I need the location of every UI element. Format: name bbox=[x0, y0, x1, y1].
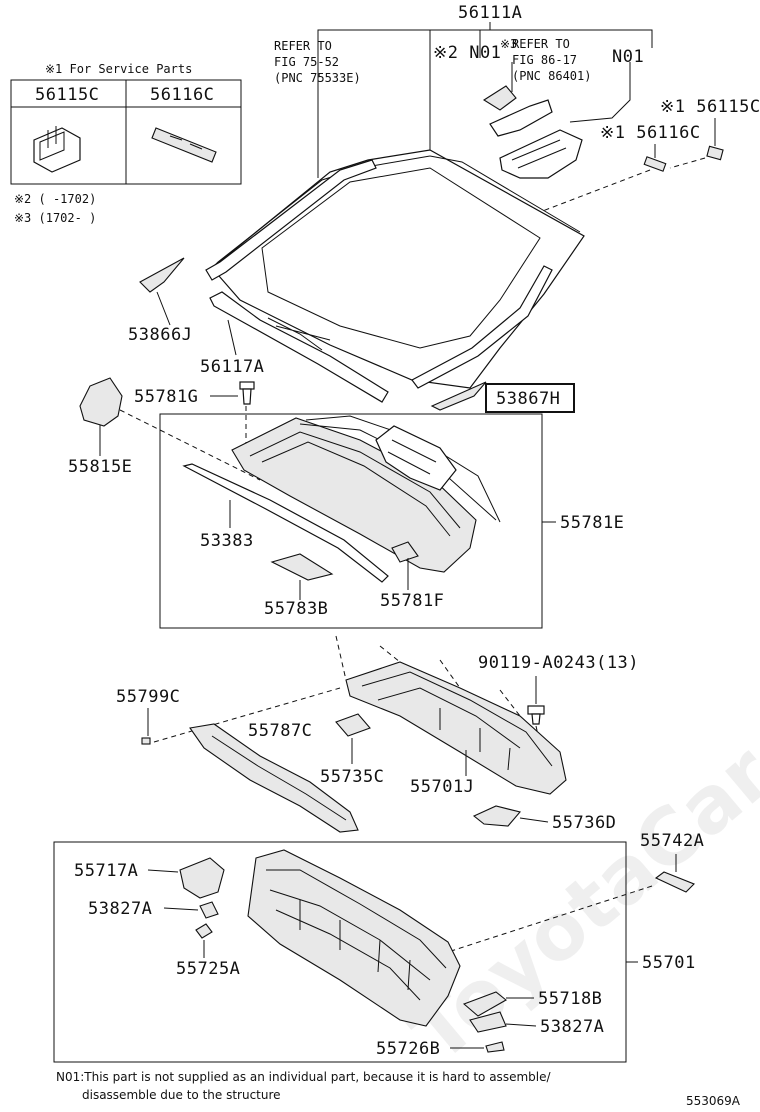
service-part-56116C[interactable]: 56116C bbox=[150, 85, 214, 105]
cowl-side-panel-55701J[interactable] bbox=[345, 661, 567, 795]
part-55783B[interactable] bbox=[270, 553, 334, 581]
clip-55781G[interactable] bbox=[239, 381, 255, 405]
label-56115C[interactable]: ※1 56115C bbox=[660, 97, 760, 117]
part-55787C[interactable] bbox=[189, 723, 359, 833]
refer1-line2: FIG 75-52 bbox=[274, 55, 339, 69]
service-box-title: ※1 For Service Parts bbox=[45, 62, 192, 76]
label-55725A[interactable]: 55725A bbox=[176, 959, 240, 979]
label-56116C[interactable]: ※1 56116C bbox=[600, 123, 701, 143]
label-55736D[interactable]: 55736D bbox=[552, 813, 616, 833]
part-55726B[interactable] bbox=[485, 1041, 505, 1053]
side-molding[interactable] bbox=[411, 265, 553, 389]
refer2-line3: (PNC 86401) bbox=[512, 69, 591, 83]
seal-53383[interactable] bbox=[182, 463, 389, 583]
part-53867H[interactable] bbox=[430, 381, 487, 411]
part-55717A[interactable] bbox=[179, 857, 225, 899]
label-90119-A0243[interactable]: 90119-A0243(13) bbox=[478, 653, 639, 673]
part-55725A[interactable] bbox=[195, 923, 213, 939]
bracket-56111A bbox=[317, 22, 653, 178]
note-2: ※2 ( -1702) bbox=[14, 192, 96, 206]
label-55783B[interactable]: 55783B bbox=[264, 599, 328, 619]
label-n01-mark3: ※3 bbox=[500, 37, 517, 51]
footnote-n01-line2: disassemble due to the structure bbox=[82, 1088, 281, 1102]
label-55717A[interactable]: 55717A bbox=[74, 861, 138, 881]
label-53383[interactable]: 53383 bbox=[200, 531, 254, 551]
part-55742A[interactable] bbox=[654, 871, 695, 893]
service-part-56115C[interactable]: 56115C bbox=[35, 85, 99, 105]
label-55742A[interactable]: 55742A bbox=[640, 831, 704, 851]
part-55735C[interactable] bbox=[335, 713, 371, 737]
part-55815E[interactable] bbox=[79, 377, 123, 427]
label-53827A-lower[interactable]: 53827A bbox=[540, 1017, 604, 1037]
part-55736D[interactable] bbox=[472, 805, 521, 827]
clip-56115C-illustration bbox=[33, 126, 81, 173]
diagram-id: 553069A bbox=[686, 1094, 741, 1108]
windshield-glass-56111A[interactable] bbox=[211, 149, 585, 389]
part-53827A-upper[interactable] bbox=[199, 901, 219, 919]
label-55735C[interactable]: 55735C bbox=[320, 767, 384, 787]
cowl-top-group-box bbox=[159, 413, 543, 629]
part-55781F[interactable] bbox=[391, 541, 419, 563]
mirror-bracket-parts[interactable] bbox=[482, 85, 583, 179]
label-55701[interactable]: 55701 bbox=[642, 953, 696, 973]
label-53867H[interactable]: 53867H bbox=[496, 389, 560, 409]
refer1-line1: REFER TO bbox=[274, 39, 332, 53]
label-55781E[interactable]: 55781E bbox=[560, 513, 624, 533]
clip-56116C-illustration bbox=[151, 127, 217, 163]
part-56116C[interactable] bbox=[643, 156, 667, 172]
part-55799C[interactable] bbox=[141, 737, 151, 745]
label-55781F[interactable]: 55781F bbox=[380, 591, 444, 611]
refer1-line3: (PNC 75533E) bbox=[274, 71, 361, 85]
upper-molding[interactable] bbox=[205, 159, 377, 281]
cowl-top-panel-55781E[interactable] bbox=[231, 415, 501, 573]
refer2-line1: REFER TO bbox=[512, 37, 570, 51]
refer2-line2: FIG 86-17 bbox=[512, 53, 577, 67]
footnote-n01-line1: N01:This part is not supplied as an indi… bbox=[56, 1070, 551, 1084]
label-55726B[interactable]: 55726B bbox=[376, 1039, 440, 1059]
label-56111A[interactable]: 56111A bbox=[458, 3, 522, 23]
label-n01-a[interactable]: ※2 N01 bbox=[433, 43, 501, 63]
part-56115C[interactable] bbox=[706, 145, 724, 161]
label-55781G[interactable]: 55781G bbox=[134, 387, 198, 407]
label-55815E[interactable]: 55815E bbox=[68, 457, 132, 477]
label-53866J[interactable]: 53866J bbox=[128, 325, 192, 345]
part-53827A-lower[interactable] bbox=[469, 1011, 507, 1033]
cowl-panel-group-box bbox=[53, 841, 627, 1063]
label-n01-b[interactable]: N01 bbox=[612, 47, 644, 67]
label-55799C[interactable]: 55799C bbox=[116, 687, 180, 707]
molding-56117A[interactable] bbox=[209, 291, 389, 403]
service-parts-box: ※1 For Service Parts 56115C 56116C bbox=[10, 62, 242, 185]
part-53866J[interactable] bbox=[139, 257, 185, 293]
label-56117A[interactable]: 56117A bbox=[200, 357, 264, 377]
bolt-90119-A0243[interactable] bbox=[527, 705, 545, 725]
part-55718B[interactable] bbox=[462, 991, 507, 1017]
label-53867H-box bbox=[485, 383, 575, 413]
label-55718B[interactable]: 55718B bbox=[538, 989, 602, 1009]
label-55787C[interactable]: 55787C bbox=[248, 721, 312, 741]
cowl-panel-55701[interactable] bbox=[247, 849, 461, 1027]
label-55701J[interactable]: 55701J bbox=[410, 777, 474, 797]
label-53827A-upper[interactable]: 53827A bbox=[88, 899, 152, 919]
note-3: ※3 (1702- ) bbox=[14, 211, 96, 225]
